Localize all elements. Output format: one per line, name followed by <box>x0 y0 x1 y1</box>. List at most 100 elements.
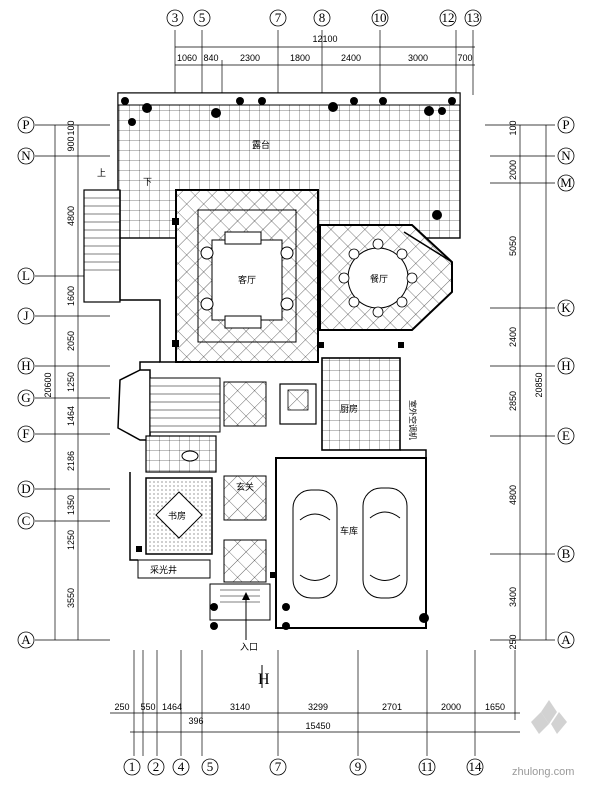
stair-middle <box>149 377 221 433</box>
right-seg-1: 100 <box>508 120 518 135</box>
garage-label: 车库 <box>340 525 358 537</box>
right-seg-2: 2000 <box>508 160 518 180</box>
outdoor-ac-label: 室外空调机 <box>408 400 418 440</box>
terrace-parapet <box>117 92 461 106</box>
left-seg-5: 2050 <box>66 331 76 351</box>
left-axis-A: A <box>21 632 31 647</box>
terrace-label: 露台 <box>252 139 270 151</box>
bottom-axis-2: 2 <box>153 759 160 774</box>
hall-tile-a <box>223 381 267 427</box>
right-axis-bubbles <box>557 116 575 649</box>
left-seg-11: 3550 <box>66 588 76 608</box>
living-room-label: 客厅 <box>238 274 256 286</box>
entrance-label: 入口 <box>240 642 258 653</box>
bottom-seg-8: 1650 <box>485 702 505 712</box>
stair-treads <box>84 197 120 271</box>
bottom-axis-1: 1 <box>129 759 136 774</box>
top-axis-bubbles <box>166 9 482 27</box>
left-seg-4: 1600 <box>66 286 76 306</box>
top-seg-4: 1800 <box>290 53 310 63</box>
car-left-icon <box>292 489 338 599</box>
right-axis-P: P <box>562 117 569 132</box>
bottom-axis-9: 9 <box>355 759 362 774</box>
left-axis-bubbles <box>17 116 35 649</box>
dining-chairs <box>338 238 418 318</box>
kitchen-label: 厨房 <box>340 403 358 415</box>
bottom-seg-4: 3140 <box>230 702 250 712</box>
right-seg-7: 3400 <box>508 587 518 607</box>
right-seg-8: 250 <box>508 634 518 649</box>
left-axis-D: D <box>21 481 30 496</box>
top-seg-1: 1060 <box>177 53 197 63</box>
entrance-arrow-head <box>242 592 250 600</box>
top-seg-7: 700 <box>457 53 472 63</box>
stair-down-label: 下 <box>143 178 152 188</box>
sofa-chairs <box>200 231 294 329</box>
watermark-logo <box>531 700 567 734</box>
right-axis-N: N <box>561 148 571 163</box>
left-axis-H: H <box>21 358 30 373</box>
top-seg-6: 3000 <box>408 53 428 63</box>
bottom-dimension-group <box>110 650 520 756</box>
top-axis-3: 3 <box>172 10 179 25</box>
left-seg-9: 1350 <box>66 495 76 515</box>
right-axis-A: A <box>561 632 571 647</box>
top-axis-7: 7 <box>275 10 282 25</box>
watermark-text: zhulong.com <box>512 766 574 778</box>
left-seg-8: 2186 <box>66 451 76 471</box>
left-axis-J: J <box>23 308 28 323</box>
right-seg-6: 4800 <box>508 485 518 505</box>
dining-room-label: 餐厅 <box>370 273 388 285</box>
living-room-inner <box>197 209 297 343</box>
top-seg-2: 840 <box>203 53 218 63</box>
top-dimension-group <box>174 30 475 95</box>
bottom-axis-4: 4 <box>178 759 185 774</box>
bottom-axis-bubbles <box>123 758 484 776</box>
left-axis-N: N <box>21 148 31 163</box>
left-seg-3: 4800 <box>66 206 76 226</box>
stair-up-label: 上 <box>97 168 106 179</box>
left-seg-1: 100 <box>66 120 76 135</box>
right-overall-dimension: 20850 <box>534 372 544 397</box>
lightwell <box>137 559 211 579</box>
bathroom <box>145 435 217 473</box>
left-seg-2: 900 <box>66 136 76 151</box>
left-axis-L: L <box>22 268 30 283</box>
bottom-axis-11: 11 <box>421 759 434 774</box>
top-seg-3: 2300 <box>240 53 260 63</box>
top-axis-12: 12 <box>442 10 455 25</box>
foyer-tile <box>223 475 267 521</box>
utility-grid <box>287 389 309 411</box>
bottom-overall-dimension: 15450 <box>305 721 330 731</box>
section-mark-label: H <box>258 671 270 688</box>
left-dimension-group <box>35 124 110 641</box>
bottom-axis-5: 5 <box>207 759 214 774</box>
top-overall-dimension: 12100 <box>312 34 337 44</box>
bottom-axis-14: 14 <box>469 759 483 774</box>
right-seg-4: 2400 <box>508 327 518 347</box>
left-axis-G: G <box>21 390 30 405</box>
sofa-set <box>211 239 283 321</box>
bottom-seg-5: 3299 <box>308 702 328 712</box>
right-dimension-group <box>485 124 555 641</box>
bottom-seg-2: 550 <box>140 702 155 712</box>
exterior-walls <box>119 190 453 628</box>
top-axis-10: 10 <box>374 10 387 25</box>
entrance-tile <box>223 539 267 583</box>
right-axis-K: K <box>561 300 571 315</box>
planter-icons <box>121 97 456 220</box>
top-axis-8: 8 <box>319 10 326 25</box>
left-overall-dimension: 20600 <box>43 372 53 397</box>
bottom-axis-7: 7 <box>275 759 282 774</box>
foyer-label: 玄关 <box>236 481 254 493</box>
entrance-step-lines <box>220 589 260 603</box>
stair-middle-treads <box>150 385 220 427</box>
right-axis-M: M <box>560 175 572 190</box>
top-seg-5: 2400 <box>341 53 361 63</box>
bottom-seg-1: 250 <box>114 702 129 712</box>
top-axis-13: 13 <box>467 10 480 25</box>
left-seg-10: 1250 <box>66 530 76 550</box>
toilet-icon <box>181 450 199 462</box>
kitchen <box>321 357 401 451</box>
